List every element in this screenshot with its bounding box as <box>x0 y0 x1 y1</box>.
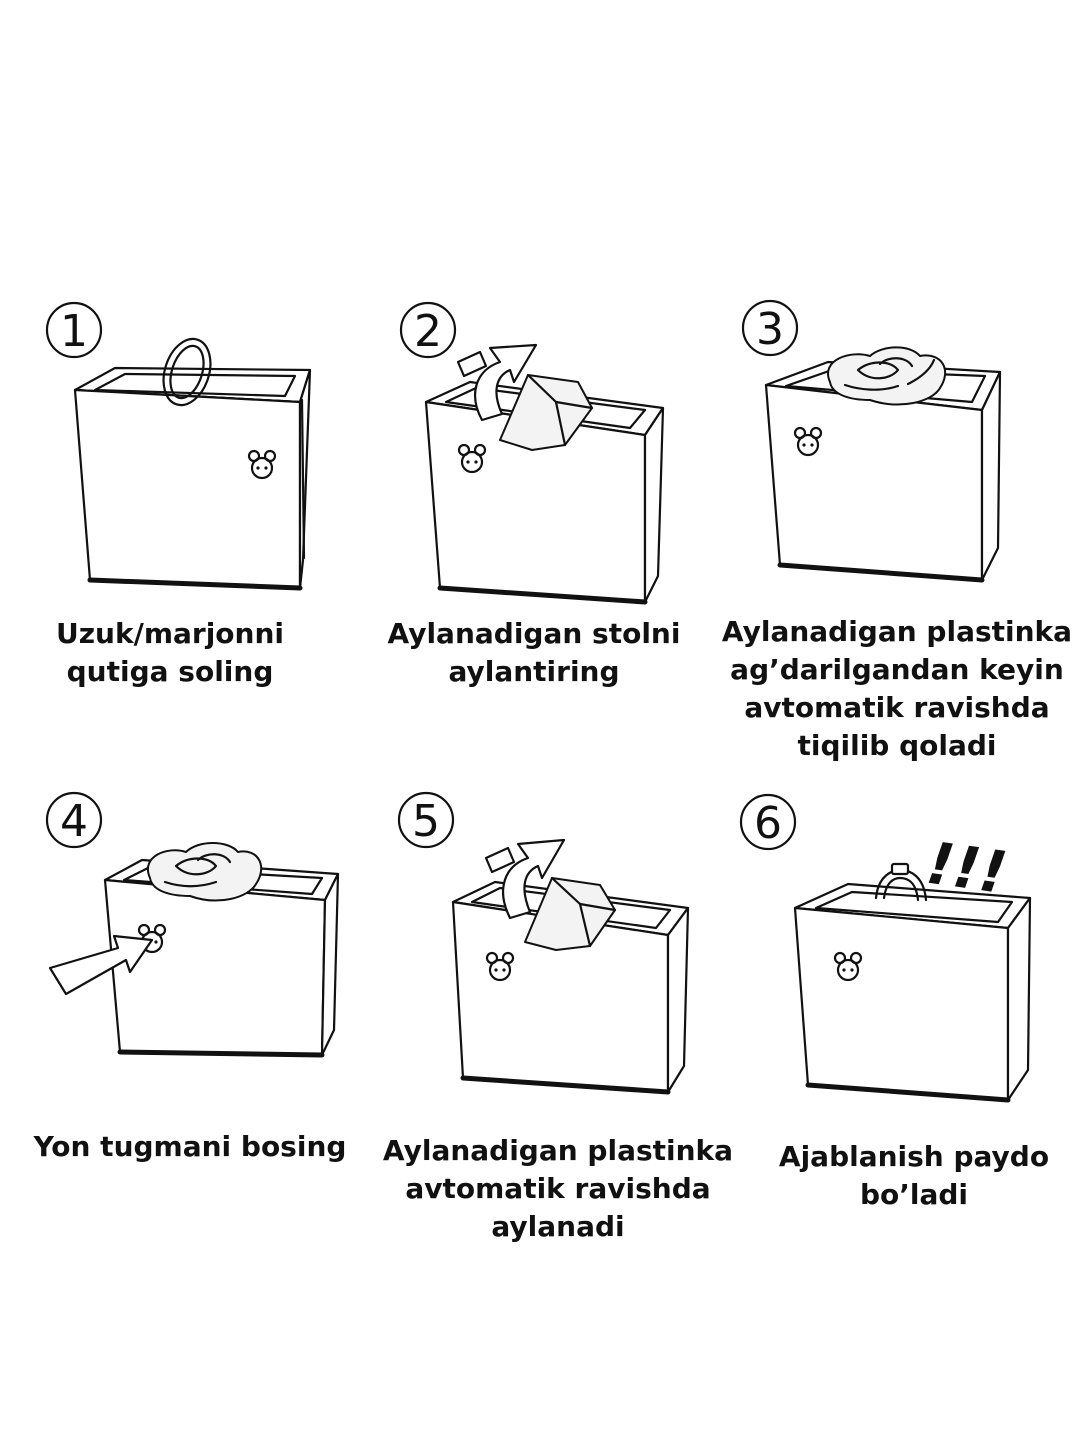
step-1-number-circle <box>45 301 103 359</box>
step-5-illustration: 5 <box>397 791 690 1095</box>
step-4: 4 Yon tugmani bosing <box>0 790 360 1270</box>
rotate-arrow-icon <box>484 838 566 920</box>
step-3: 3 Aylanadigan plastinka ag’darilgandan k… <box>720 290 1080 770</box>
rotating-plate-icon <box>524 876 617 951</box>
step-5-number-circle <box>397 791 455 849</box>
step-1-number: 1 <box>60 306 88 357</box>
step-5: 5 Aylanadigan plastinka avtomatik ravish… <box>360 790 733 1270</box>
step-5-caption: Aylanadigan plastinka avtomatik ravishda… <box>382 1134 734 1243</box>
surprise-mark: !!! <box>923 829 1011 907</box>
rotating-plate-icon <box>499 373 594 451</box>
step-4-illustration: 4 <box>45 791 340 1058</box>
step-3-illustration: 3 <box>741 299 1002 583</box>
step-3-caption: Aylanadigan plastinka ag’darilgandan key… <box>721 615 1073 762</box>
step-6-number: 6 <box>754 798 782 849</box>
step-2: 2 Aylanadigan stolni aylantiring <box>360 290 720 770</box>
step-6-caption: Ajablanish paydo bo’ladi <box>778 1140 1050 1211</box>
step-1-illustration: 1 <box>45 301 312 591</box>
step-4-number-circle <box>45 791 103 849</box>
step-2-illustration: 2 <box>399 301 665 605</box>
step-3-number: 3 <box>756 304 784 355</box>
rose-icon <box>827 346 947 406</box>
step-1: 1 Uzuk/marjonni qutiga soling <box>0 290 360 770</box>
rose-icon <box>147 842 263 902</box>
ring-icon <box>162 337 212 407</box>
side-button-icon <box>457 443 487 474</box>
step-4-caption: Yon tugmani bosing <box>33 1130 347 1163</box>
step-3-number-circle <box>741 299 799 357</box>
side-button-icon <box>793 426 823 457</box>
step-2-number-circle <box>399 301 457 359</box>
step-6-number-circle <box>739 793 797 851</box>
side-button-icon <box>247 449 277 480</box>
press-arrow-icon <box>48 934 154 996</box>
step-1-caption: Uzuk/marjonni qutiga soling <box>56 617 284 688</box>
box-icon <box>793 882 1032 1103</box>
rotate-arrow-icon <box>456 343 538 422</box>
step-5-number: 5 <box>412 796 440 847</box>
ring-icon <box>874 862 928 902</box>
step-2-number: 2 <box>414 306 442 357</box>
step-2-caption: Aylanadigan stolni aylantiring <box>387 617 681 688</box>
step-6: 6 !!! Ajablanish paydo bo’ladi <box>720 790 1080 1270</box>
step-6-illustration: 6 !!! <box>739 793 1032 1103</box>
side-button-icon <box>485 951 515 982</box>
step-4-number: 4 <box>60 796 88 847</box>
side-button-icon <box>833 951 863 982</box>
